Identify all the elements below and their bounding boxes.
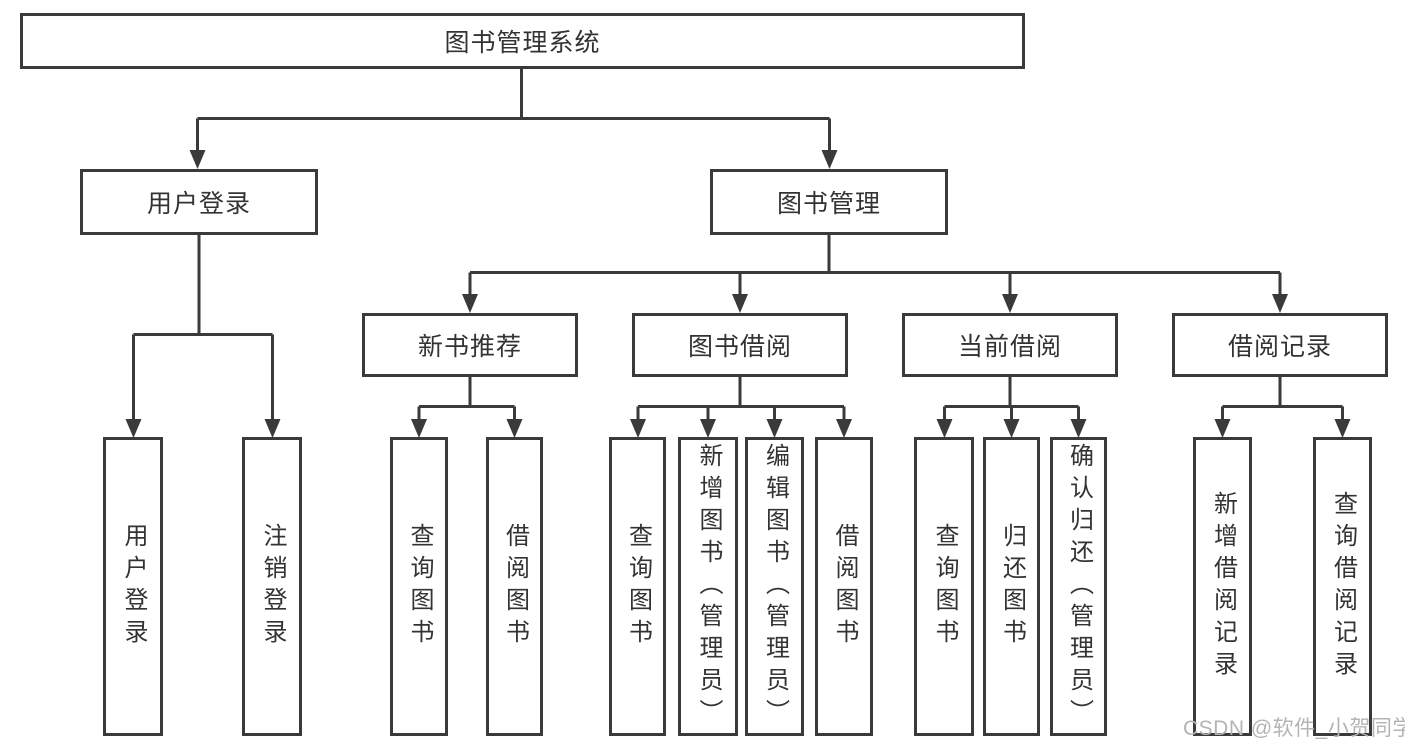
node-add-books-admin: 新增图书（管理员）: [678, 437, 738, 736]
watermark: CSDN @软件_小贺同学: [1183, 717, 1405, 740]
node-new-book-recommend-label: 新书推荐: [417, 333, 522, 361]
node-user-login-label: 用户登录: [146, 190, 251, 218]
node-edit-books-admin-label: 编辑图书（管理员）: [761, 442, 789, 731]
node-recommend-borrow-books: 借阅图书: [486, 437, 543, 736]
node-recommend-borrow-books-label: 借阅图书: [501, 522, 529, 651]
node-query-borrow-record: 查询借阅记录: [1313, 437, 1372, 736]
node-logout-action: 注销登录: [242, 437, 302, 736]
node-return-books-label: 归还图书: [998, 522, 1026, 651]
node-return-books: 归还图书: [983, 437, 1040, 736]
node-borrow-books: 借阅图书: [815, 437, 873, 736]
node-current-borrowing-label: 当前借阅: [957, 333, 1062, 361]
node-current-query-books: 查询图书: [914, 437, 974, 736]
node-borrowing-records-label: 借阅记录: [1227, 333, 1332, 361]
node-add-borrow-record: 新增借阅记录: [1193, 437, 1252, 736]
node-book-management-label: 图书管理: [776, 190, 881, 218]
node-root: 图书管理系统: [20, 13, 1025, 69]
node-borrow-books-label: 借阅图书: [831, 522, 858, 651]
node-new-book-recommend: 新书推荐: [362, 313, 578, 377]
node-borrowing-records: 借阅记录: [1172, 313, 1388, 377]
node-login-action: 用户登录: [103, 437, 163, 736]
node-add-borrow-record-label: 新增借阅记录: [1209, 490, 1237, 683]
node-book-borrowing-label: 图书借阅: [687, 333, 792, 361]
node-root-label: 图书管理系统: [444, 29, 601, 57]
node-book-management: 图书管理: [710, 169, 948, 235]
node-confirm-return-admin: 确认归还（管理员）: [1050, 437, 1107, 736]
node-current-borrowing: 当前借阅: [902, 313, 1118, 377]
node-user-login: 用户登录: [80, 169, 318, 235]
node-borrowing-query-books-label: 查询图书: [624, 522, 652, 651]
node-recommend-query-books-label: 查询图书: [406, 522, 433, 651]
node-current-query-books-label: 查询图书: [931, 522, 958, 651]
node-add-books-admin-label: 新增图书（管理员）: [695, 442, 722, 731]
node-book-borrowing: 图书借阅: [632, 313, 848, 377]
node-edit-books-admin: 编辑图书（管理员）: [745, 437, 804, 736]
node-query-borrow-record-label: 查询借阅记录: [1329, 490, 1357, 683]
node-logout-action-label: 注销登录: [259, 522, 286, 651]
node-confirm-return-admin-label: 确认归还（管理员）: [1065, 442, 1093, 731]
node-recommend-query-books: 查询图书: [390, 437, 448, 736]
node-login-action-label: 用户登录: [120, 522, 147, 651]
node-borrowing-query-books: 查询图书: [609, 437, 666, 736]
